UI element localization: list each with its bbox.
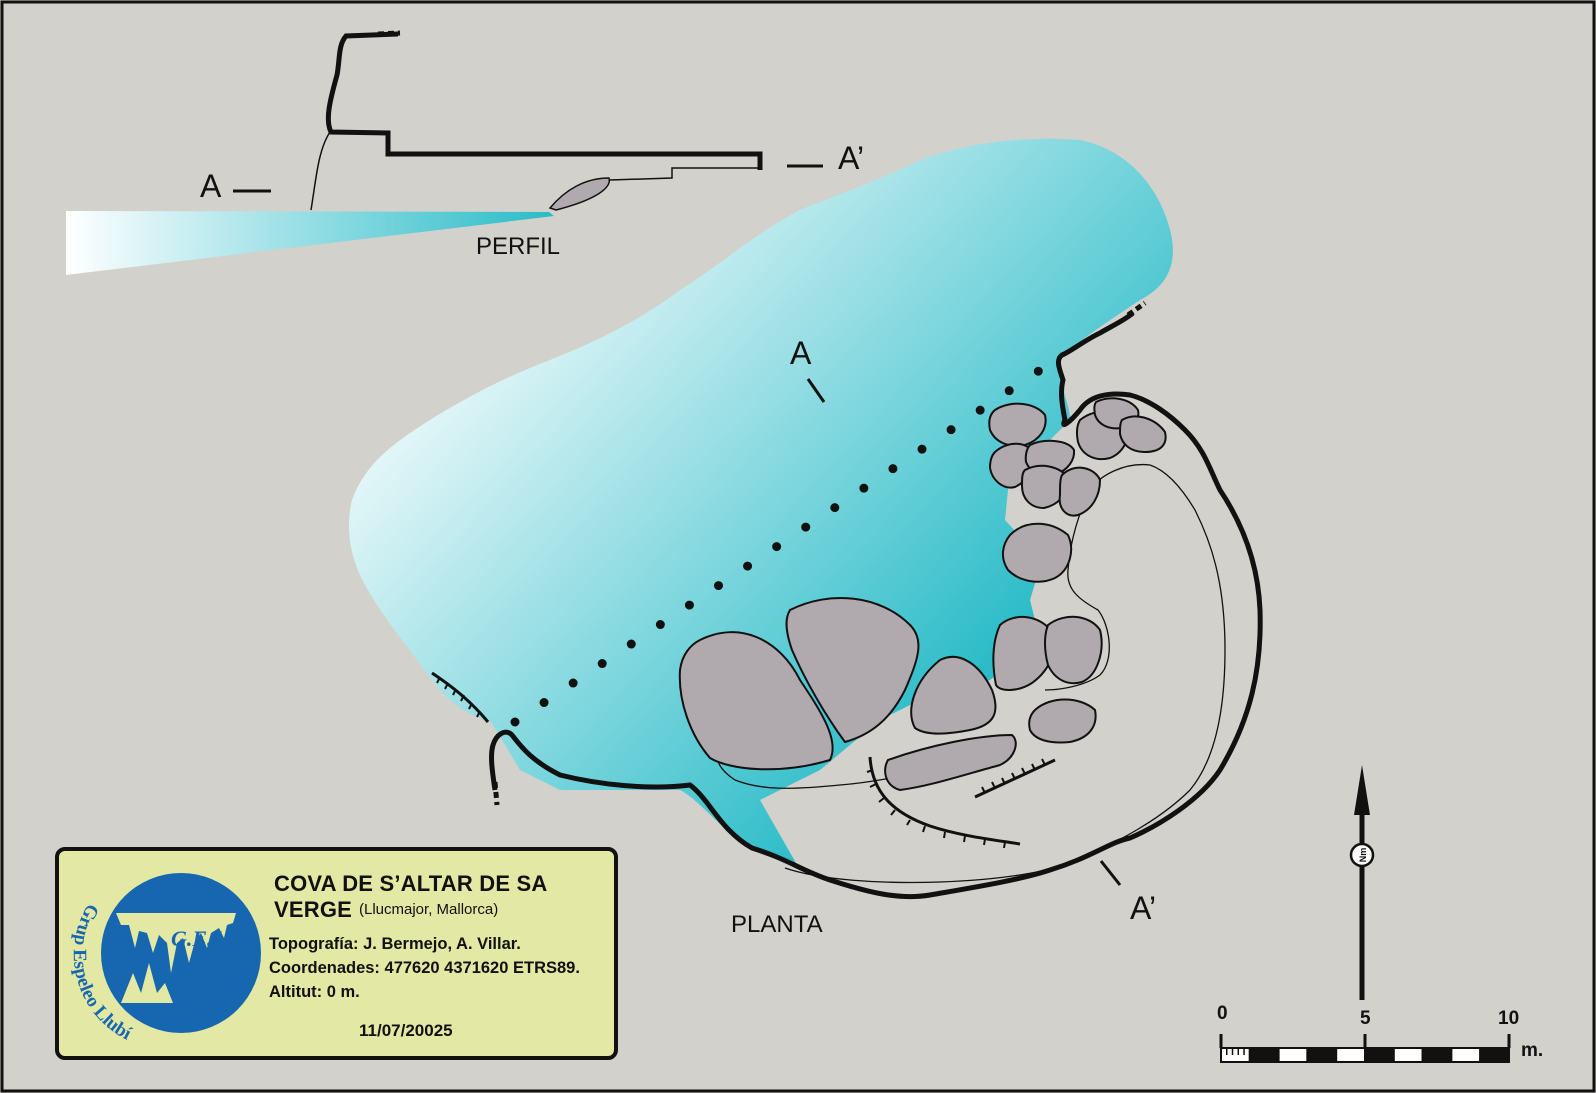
boulder <box>910 655 997 735</box>
plan-section-line-dots <box>510 355 1060 727</box>
plan-ledge-lower-ticks <box>866 769 1006 849</box>
scale-segment <box>1306 1047 1338 1063</box>
scale-bar <box>1219 1034 1511 1063</box>
scale-tick-label-0: 0 <box>1217 1003 1228 1024</box>
boulder <box>1044 615 1103 685</box>
profile-floor <box>609 167 760 181</box>
plan-section-label-a: A <box>790 335 812 371</box>
profile-wall-dash <box>377 30 401 37</box>
topography-credit: Topografía: J. Bermejo, A. Villar. <box>269 935 521 953</box>
title-cartouche: G.E.LL. Grup Espeleo Llubí COVA DE S’ALT… <box>55 847 618 1060</box>
coordinates: Coordenades: 477620 4371620 ETRS89. <box>269 959 580 977</box>
boulder <box>1118 415 1167 454</box>
profile-water-wedge <box>66 211 554 275</box>
plan-hachure-left <box>431 671 490 723</box>
boulder <box>1058 466 1102 517</box>
boulder <box>1002 522 1073 583</box>
scale-segment <box>1392 1047 1424 1063</box>
plan-boulders <box>678 397 1167 792</box>
plan-hachure-left-ticks <box>436 676 481 718</box>
scale-segment <box>1450 1047 1482 1063</box>
boulder <box>988 402 1047 447</box>
scale-segment <box>1277 1047 1309 1063</box>
scale-segment <box>1335 1047 1366 1063</box>
plan-ledge-lower <box>868 756 1021 846</box>
profile-title: PERFIL <box>476 233 561 260</box>
scale-segment <box>1364 1047 1395 1063</box>
scale-segment <box>1248 1047 1280 1063</box>
boulder <box>785 597 920 744</box>
plan-title: PLANTA <box>731 911 823 938</box>
scale-unit: m. <box>1521 1040 1544 1061</box>
plan-ledge-upper-ticks <box>981 758 1046 794</box>
boulder <box>678 631 834 771</box>
cave-location: (Llucmajor, Mallorca) <box>359 901 499 918</box>
scale-segment <box>1421 1047 1453 1063</box>
north-symbol-circle <box>1349 842 1375 868</box>
stalagmite-shape <box>121 963 173 1003</box>
gell-logo: G.E.LL. Grup Espeleo Llubí <box>69 873 261 1045</box>
profile-boulder <box>548 177 611 211</box>
profile-section-label-a: A <box>200 168 222 204</box>
plan-section-label-a-prime: A’ <box>1130 890 1157 926</box>
profile-section <box>66 30 823 275</box>
profile-thin-wall <box>310 131 331 211</box>
scale-segment <box>1479 1047 1510 1063</box>
plan-outer-wall <box>489 311 1263 900</box>
north-arrow <box>1349 765 1375 1000</box>
boulder <box>1020 464 1070 510</box>
plan-section <box>348 138 1263 900</box>
altitude: Altitut: 0 m. <box>269 983 360 1001</box>
survey-date: 11/07/20025 <box>359 1021 453 1040</box>
plan-wall-end-top <box>1126 300 1147 318</box>
boulder <box>992 615 1055 691</box>
logo-text: G.E.LL. <box>171 926 245 951</box>
plan-water <box>348 138 1173 871</box>
stalactite-shape <box>116 913 236 973</box>
cave-title: COVA DE S’ALTAR DE SA VERGE <box>274 871 547 922</box>
north-symbol-text: Nm <box>1358 848 1368 863</box>
boulder <box>1028 698 1097 744</box>
profile-wall <box>325 31 763 170</box>
scale-segment <box>1220 1047 1251 1063</box>
profile-section-label-a-prime: A’ <box>838 140 865 176</box>
plan-section-tick-a <box>806 378 826 403</box>
boulder <box>884 733 1017 792</box>
plan-section-tick-b <box>1099 860 1122 886</box>
scale-tick-label-10: 10 <box>1498 1008 1520 1029</box>
scale-tick-label-5: 5 <box>1360 1008 1371 1029</box>
plan-wall-end-left <box>492 781 500 806</box>
